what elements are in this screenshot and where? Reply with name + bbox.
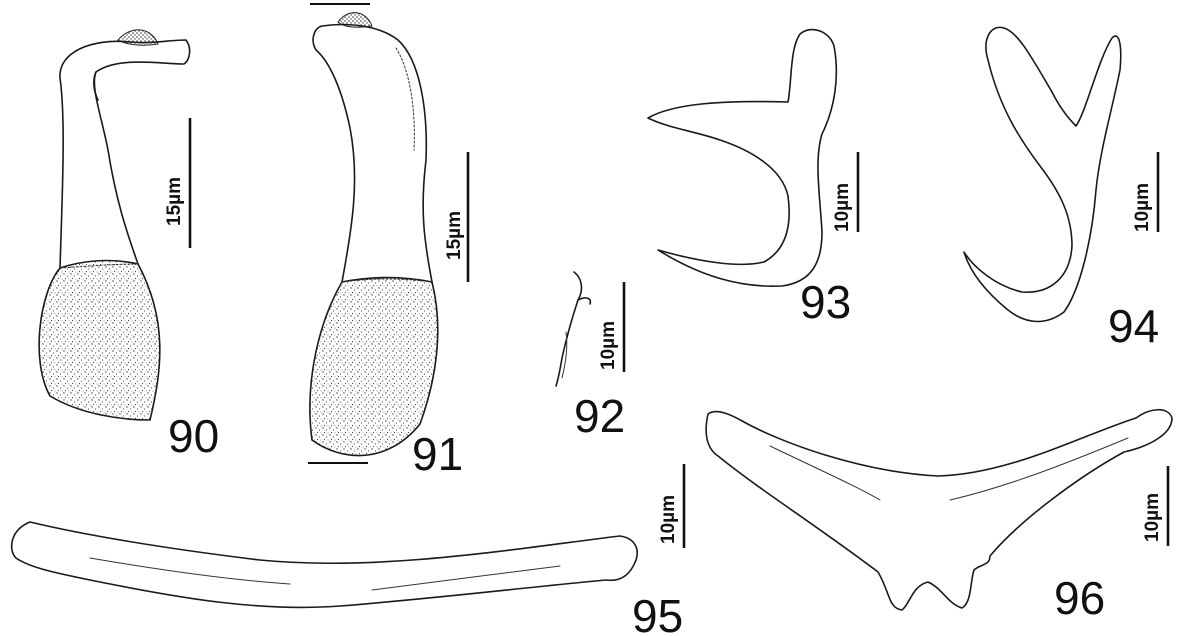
- figure-number-94: 94: [1108, 300, 1159, 352]
- scale-label-96: 10µm: [1142, 493, 1163, 542]
- figure-92: 10µm 92: [555, 271, 626, 442]
- figure-96: 10µm 96: [705, 408, 1173, 624]
- figure-number-92: 92: [574, 390, 625, 442]
- drawing-95: [10, 521, 638, 609]
- drawing-92: [555, 271, 592, 387]
- scale-label-95: 10µm: [658, 495, 679, 544]
- scale-label-90: 15µm: [164, 177, 185, 226]
- drawing-94: [963, 26, 1122, 323]
- figure-90: 15µm 90: [38, 29, 219, 462]
- figure-number-95: 95: [632, 590, 683, 636]
- figure-94: 10µm 94: [963, 26, 1160, 352]
- scale-label-92: 10µm: [598, 321, 619, 370]
- figure-93: 10µm 93: [647, 28, 860, 328]
- figure-number-91: 91: [412, 428, 463, 480]
- figure-91: 15µm 91: [308, 3, 470, 480]
- figure-number-93: 93: [800, 276, 851, 328]
- drawing-91: [309, 12, 439, 457]
- drawing-96: [705, 408, 1173, 611]
- scale-label-94: 10µm: [1132, 183, 1153, 232]
- figure-number-96: 96: [1054, 572, 1105, 624]
- scale-label-93: 10µm: [832, 183, 853, 232]
- drawing-93: [647, 28, 838, 288]
- figure-95: 10µm 95: [10, 464, 686, 636]
- drawing-90: [38, 29, 191, 421]
- figure-number-90: 90: [168, 410, 219, 462]
- scale-label-91: 15µm: [444, 211, 465, 260]
